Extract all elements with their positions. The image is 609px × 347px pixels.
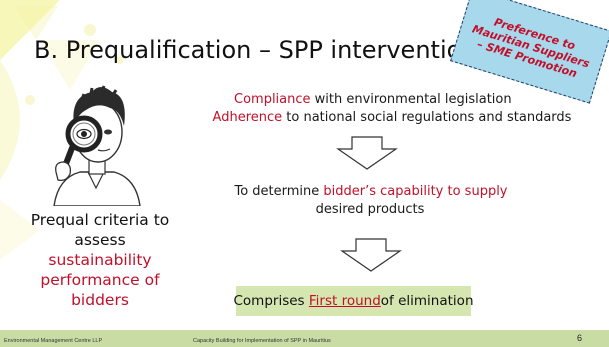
step2-line-1-prefix: To determine — [234, 184, 324, 199]
step2-line-1: To determine bidder’s capability to supp… — [226, 184, 516, 200]
down-arrow-icon — [336, 136, 398, 170]
footer-center-text: Capacity Building for Implementation of … — [193, 338, 331, 344]
step3-box: Comprises First round of elimination — [233, 286, 474, 316]
left-text-line-4: performance of — [40, 271, 160, 289]
step3-underlined: First round — [308, 293, 381, 309]
left-text-line-3: sustainability — [48, 251, 152, 269]
step2-line-2: desired products — [315, 202, 425, 217]
magnifying-glass-person-icon — [53, 85, 141, 206]
footer-bar — [0, 330, 609, 347]
step1-line-1: Compliance with environmental legislatio… — [234, 92, 512, 108]
left-text-line-2: assess — [74, 231, 126, 249]
step3-suffix: of elimination — [380, 293, 474, 309]
left-text-line-1: Prequal criteria to — [30, 211, 170, 229]
page-number: 6 — [577, 333, 583, 343]
footer-left-text: Environmental Management Centre LLP — [4, 338, 103, 344]
step1-line-1-red: Compliance — [234, 92, 311, 107]
slide-title: B. Prequalification – SPP interventions — [34, 36, 490, 64]
step1-line-2: Adherence to national social regulations… — [202, 110, 582, 126]
left-text-line-5: bidders — [71, 291, 129, 309]
left-text-block: Prequal criteria to assess sustainabilit… — [20, 210, 180, 310]
step3-prefix: Comprises — [233, 293, 305, 309]
step1-line-1-rest: with environmental legislation — [310, 92, 512, 107]
down-arrow-icon — [340, 238, 402, 272]
step1-line-2-rest: to national social regulations and stand… — [282, 110, 572, 125]
step1-line-2-red: Adherence — [212, 110, 283, 125]
step2-line-1-red: bidder’s capability to supply — [323, 184, 508, 199]
